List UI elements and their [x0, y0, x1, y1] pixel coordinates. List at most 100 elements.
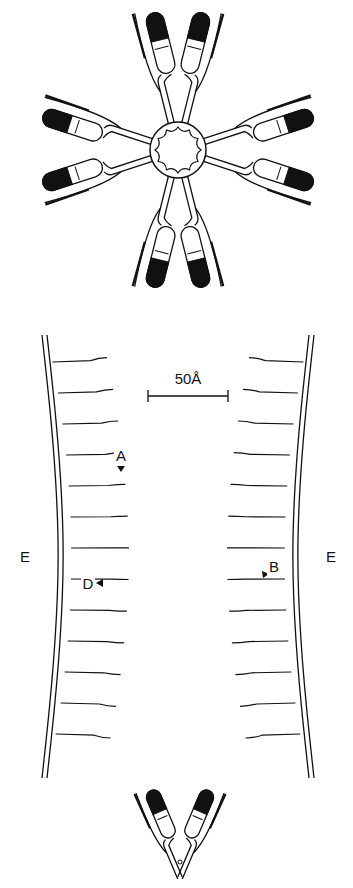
ring-scallop	[155, 127, 201, 173]
capsule-divider	[277, 120, 281, 133]
fab-tip	[144, 788, 167, 815]
stalk	[203, 123, 255, 153]
capsule-divider	[193, 816, 203, 820]
arm	[166, 785, 225, 882]
strand	[70, 610, 127, 611]
chain-outline	[211, 14, 223, 59]
strand	[53, 358, 107, 362]
pointer-arrow	[96, 579, 103, 587]
fab-tip	[284, 107, 316, 133]
region-label: E	[18, 548, 32, 565]
strand	[228, 516, 285, 518]
ring-assembly	[36, 7, 319, 293]
capsule-divider	[75, 167, 79, 180]
fab-capsule	[144, 225, 176, 290]
arm	[200, 95, 319, 158]
strand	[68, 641, 124, 643]
fab-tip	[193, 788, 216, 815]
arm	[167, 174, 223, 294]
strand	[71, 578, 129, 580]
strand	[63, 421, 119, 424]
strand	[69, 484, 126, 486]
stalk	[156, 175, 183, 227]
strand	[243, 389, 298, 393]
membrane	[47, 335, 63, 778]
fab-capsule	[144, 11, 176, 76]
stalk	[203, 147, 255, 177]
arm	[167, 7, 223, 127]
strand	[232, 641, 288, 643]
region-label: E	[324, 548, 338, 565]
strand	[234, 453, 290, 455]
capsule-divider	[277, 167, 281, 180]
strand	[229, 610, 286, 611]
fab-capsule	[179, 11, 211, 76]
scale-bar	[148, 390, 228, 402]
capsule-divider	[75, 120, 79, 133]
capsule-divider	[187, 251, 201, 254]
strand	[71, 547, 129, 548]
membrane	[293, 335, 309, 778]
capsule-divider	[187, 46, 201, 49]
strand	[58, 389, 113, 393]
strand	[235, 672, 291, 675]
strand	[238, 421, 294, 424]
stalk	[173, 175, 200, 227]
pointer-arrow	[117, 466, 125, 472]
fab-tip	[40, 167, 72, 193]
chain-outline	[267, 95, 311, 110]
callout-letter: A	[114, 447, 128, 464]
chain-outline	[45, 189, 89, 204]
strand	[70, 516, 127, 518]
strand	[56, 734, 111, 738]
fab-capsule	[40, 107, 105, 143]
strand	[246, 734, 301, 738]
chain-outline	[133, 241, 145, 286]
strand	[65, 672, 121, 675]
hinge	[178, 860, 182, 864]
arm	[36, 141, 155, 204]
arm	[133, 7, 189, 127]
strand	[227, 547, 285, 548]
fab-capsule	[40, 157, 105, 193]
chain-outline	[133, 14, 145, 59]
fab-capsule	[179, 225, 211, 290]
fab-capsule	[144, 788, 177, 841]
callout-letter: B	[267, 558, 281, 575]
arm	[36, 95, 155, 158]
chain-outline	[267, 189, 311, 204]
stalk	[156, 72, 183, 124]
fab-tip	[144, 258, 168, 289]
membrane	[298, 335, 314, 778]
fab-capsule	[251, 107, 316, 143]
chain-outline	[211, 241, 223, 286]
fab-tip	[40, 107, 72, 133]
strand	[227, 578, 285, 580]
stalk	[101, 123, 153, 153]
stalk	[173, 72, 200, 124]
fab-tip	[187, 11, 211, 42]
capsule-divider	[155, 46, 169, 49]
callout-letter: D	[81, 575, 96, 592]
central-ring	[150, 122, 206, 178]
strand	[249, 358, 303, 362]
capsule-divider	[157, 816, 167, 820]
fab-capsule	[251, 157, 316, 193]
strand	[240, 703, 295, 706]
capsule-divider	[155, 251, 169, 254]
fab-tip	[187, 258, 211, 289]
fab-tip	[284, 167, 316, 193]
chain-outline	[45, 95, 89, 110]
strand	[231, 484, 288, 486]
fab-capsule	[182, 788, 215, 841]
arm	[200, 141, 319, 204]
stalk	[101, 147, 153, 177]
arm	[133, 174, 189, 294]
fab-tip	[144, 11, 168, 42]
scale-label: 50Å	[173, 370, 204, 387]
strand	[61, 703, 116, 706]
v-pair	[135, 785, 226, 882]
stalk	[171, 836, 198, 879]
